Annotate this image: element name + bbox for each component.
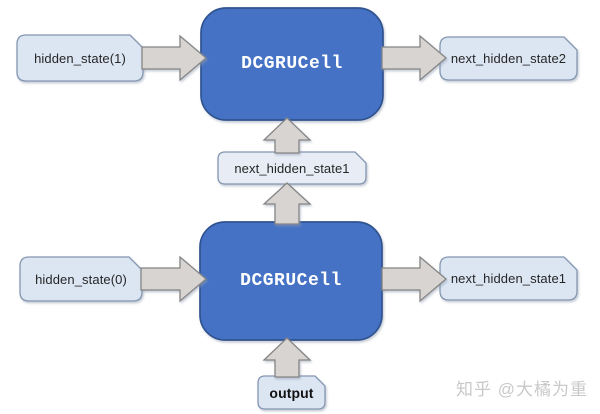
dcgru-cell-top-box [200,7,384,121]
arrow-right-hidden1-to-cell-icon [141,34,208,82]
arrow-right-cell-to-state1-icon [381,255,448,303]
next-hidden-state1-mid-box [217,151,367,185]
hidden-state-0-box [19,256,143,302]
output-box [257,375,326,410]
arrow-up-bottomcell-to-midstate-icon [262,182,312,225]
dcgru-cell-bottom-box [199,221,383,341]
arrow-right-cell-to-state2-icon [381,34,448,82]
arrow-up-midstate-to-topcell-icon [262,117,312,154]
arrow-up-output-to-bottomcell-icon [262,337,312,378]
watermark: 知乎 @大橘为重 [456,379,588,399]
arrow-right-hidden0-to-cell-icon [140,255,208,303]
next-hidden-state2-box [439,36,578,81]
hidden-state-1-box [16,34,144,82]
next-hidden-state1-out-box [439,256,578,301]
